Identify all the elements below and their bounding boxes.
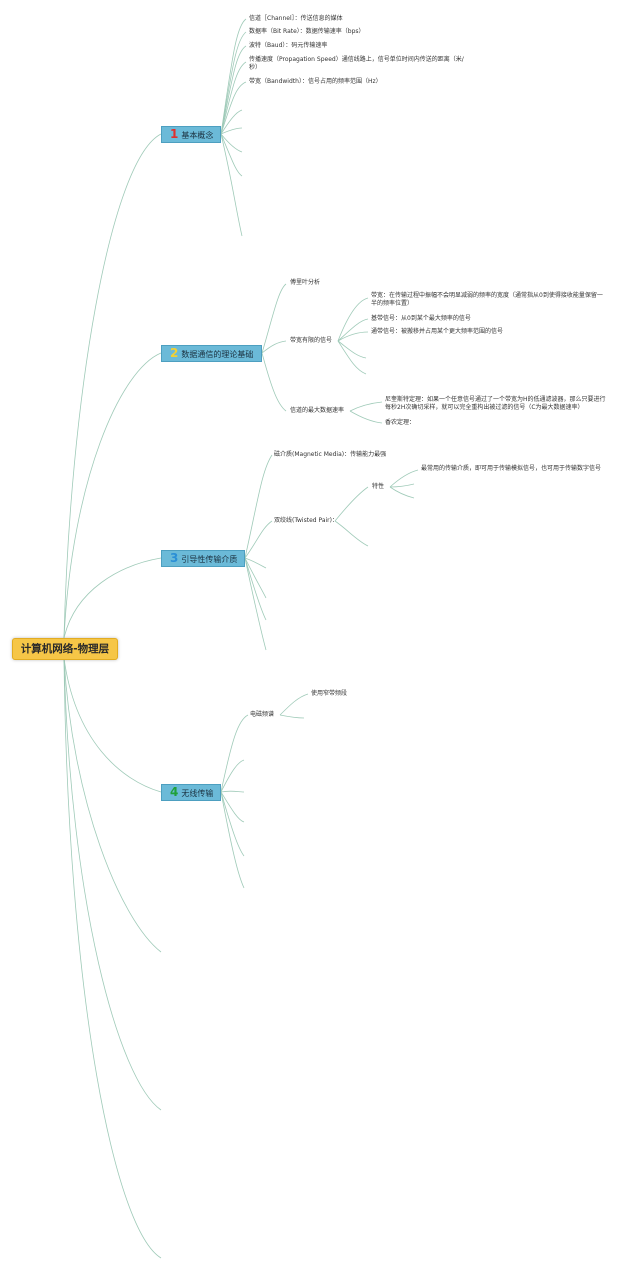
topic-label: 基本概念 <box>181 131 214 140</box>
node-nyquist[interactable]: 尼奎斯特定理：如果一个任意信号通过了一个带宽为H的低通滤波器，那么只要进行每秒2… <box>385 396 606 411</box>
node-baseband[interactable]: 基带信号：从0到某个最大频率的信号 <box>371 315 471 322</box>
node-feature-desc[interactable]: 最常用的传输介质，即可用于传输模拟信号，也可用于传输数字信号 <box>421 465 602 472</box>
node-shannon[interactable]: 香农定理： <box>385 419 416 426</box>
node-passband[interactable]: 通带信号：被搬移并占用某个更大频率范围的信号 <box>371 328 504 335</box>
node-bandwidth-def[interactable]: 带宽：在传输过程中振幅不会明显减弱的频率的宽度（通常指从0到使得接收能量保留一半… <box>371 292 603 307</box>
node-propagation[interactable]: 传播速度（Propagation Speed）通信线路上，信号单位时间内传送的距… <box>249 56 464 71</box>
topic-label: 数据通信的理论基础 <box>181 350 254 359</box>
topic-number: 4 <box>170 785 179 799</box>
node-narrowband[interactable]: 使用窄带频段 <box>311 690 348 697</box>
node-limited-bandwidth[interactable]: 带宽有限的信号 <box>290 337 333 344</box>
node-baud[interactable]: 波特（Baud）：码元传输速率 <box>249 42 328 49</box>
node-max-rate[interactable]: 信道的最大数据速率 <box>290 407 345 414</box>
topic-number: 1 <box>170 127 179 141</box>
topic-label: 无线传输 <box>181 789 214 798</box>
topic-number: 2 <box>170 346 179 360</box>
topic-number: 3 <box>170 551 179 565</box>
node-em-spectrum[interactable]: 电磁频谱 <box>250 711 275 718</box>
node-magnetic-media[interactable]: 磁介质(Magnetic Media)：传输能力最强 <box>274 451 387 458</box>
node-bandwidth[interactable]: 带宽（Bandwidth）：信号占用的频率范围（Hz） <box>249 78 382 85</box>
topic-label: 引导性传输介质 <box>181 555 238 564</box>
node-twisted-pair[interactable]: 双绞线(Twisted Pair)： <box>274 517 338 524</box>
node-bitrate[interactable]: 数据率（Bit Rate）：数据传输速率（bps） <box>249 28 365 35</box>
node-feature[interactable]: 特性 <box>372 483 385 490</box>
node-channel[interactable]: 信道［Channel］：传送信息的媒体 <box>249 15 343 22</box>
node-fourier[interactable]: 傅里叶分析 <box>290 279 321 286</box>
root-node[interactable]: 计算机网络-物理层 <box>12 638 118 660</box>
